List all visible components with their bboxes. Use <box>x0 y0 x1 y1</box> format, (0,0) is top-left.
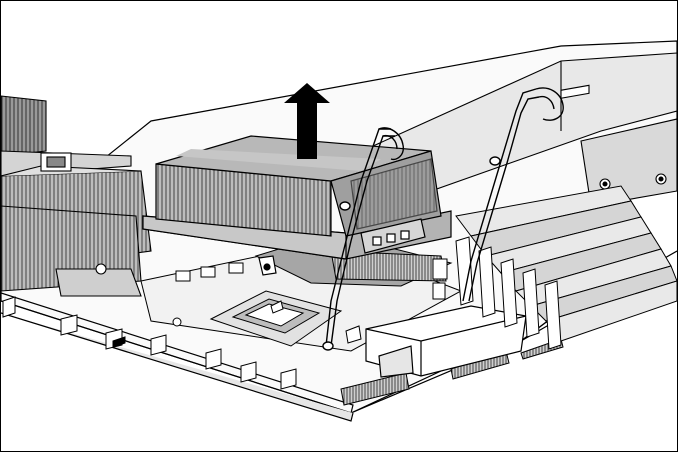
rear-panel <box>349 52 677 207</box>
riser-block <box>365 305 527 378</box>
secondary-heatsink <box>1 205 142 297</box>
lift-arrow-icon <box>284 83 330 159</box>
memory-modules <box>455 185 677 350</box>
board-details <box>112 258 448 348</box>
retention-levers <box>322 87 564 351</box>
